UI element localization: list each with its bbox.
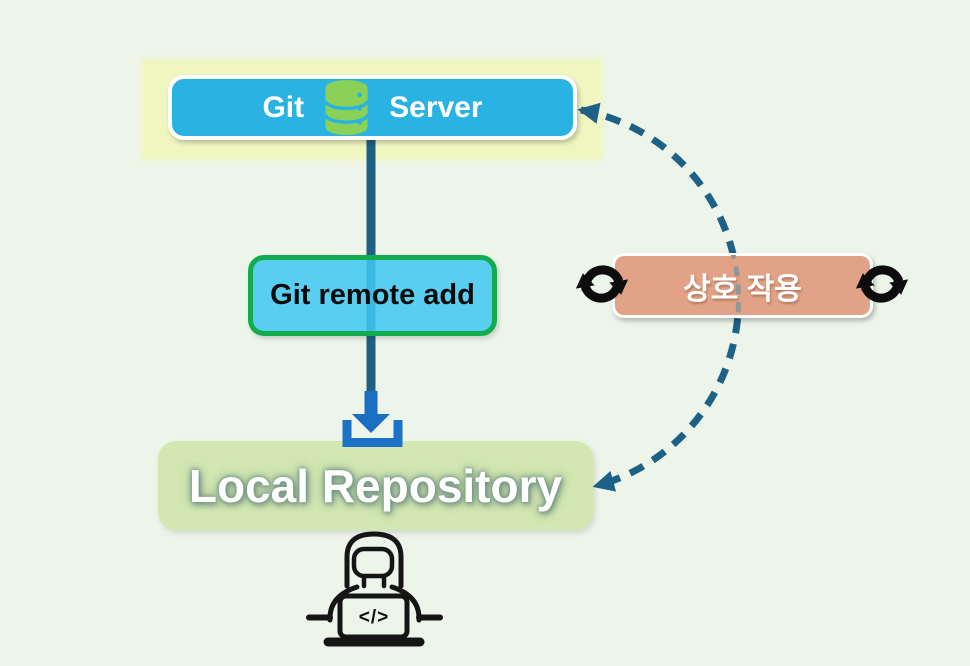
local-repository-label: Local Repository <box>188 459 563 512</box>
face-outline <box>351 546 395 579</box>
git-remote-add-box: Git remote add <box>248 255 497 336</box>
receive-bracket-icon <box>342 420 403 447</box>
down-arrowhead-icon <box>352 414 390 433</box>
laptop-screen <box>337 593 410 640</box>
left-shoulder <box>327 584 360 623</box>
hair-outline <box>344 531 404 589</box>
database-icon <box>323 80 370 135</box>
server-label: Server <box>389 90 483 124</box>
local-repository-box: Local Repository <box>158 441 593 530</box>
interaction-label: 상호 작용 <box>683 272 802 306</box>
interaction-box: 상호 작용 <box>612 253 873 318</box>
developer-with-laptop-icon: </> <box>306 531 443 647</box>
code-glyph: </> <box>359 607 389 628</box>
git-remote-add-label: Git remote add <box>270 279 475 311</box>
git-label: Git <box>262 90 305 124</box>
right-shoulder <box>389 584 422 623</box>
git-server-box: Git Server <box>168 75 577 140</box>
